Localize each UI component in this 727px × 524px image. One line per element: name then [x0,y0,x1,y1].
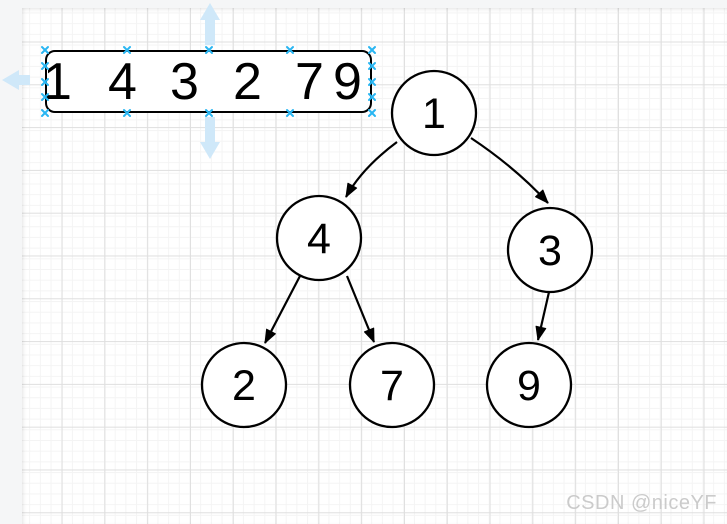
tree-edge-n1-n4[interactable] [345,141,398,198]
tree-edge-n4-n2[interactable] [264,275,301,344]
tree-node-circle[interactable] [275,194,363,282]
tree-node-3[interactable]: 3 [506,206,594,294]
direction-arrow-down-icon[interactable] [198,116,222,160]
watermark: CSDN @niceYF [566,492,717,514]
connection-point-icon[interactable] [40,77,50,87]
tree-edge-n1-n3[interactable] [470,137,549,204]
tree-node-circle[interactable] [485,341,573,429]
connection-point-icon[interactable] [367,108,377,118]
tree-edge-n3-n9[interactable] [535,291,551,341]
connection-point-icon[interactable] [285,108,295,118]
connection-point-icon[interactable] [40,61,50,71]
direction-arrow-up-icon[interactable] [198,2,222,46]
tree-node-7[interactable]: 7 [348,341,436,429]
connection-point-icon[interactable] [40,108,50,118]
tree-node-label: 2 [232,362,256,410]
tree-node-1[interactable]: 1 [390,69,478,157]
array-value: 9 [333,53,362,111]
direction-arrow-left-icon[interactable] [1,69,31,91]
connection-point-icon[interactable] [367,77,377,87]
array-value: 4 [108,53,137,111]
tree-node-2[interactable]: 2 [200,341,288,429]
array-value: 3 [170,53,199,111]
connection-point-icon[interactable] [367,61,377,71]
connection-point-icon[interactable] [367,45,377,55]
connection-point-icon[interactable] [40,45,50,55]
connection-point-icon[interactable] [204,108,214,118]
tree-node-label: 9 [517,362,541,410]
tree-node-circle[interactable] [390,69,478,157]
tree-node-circle[interactable] [506,206,594,294]
array-value: 7 [295,53,324,111]
tree-edge-n4-n7[interactable] [345,275,376,343]
connection-point-icon[interactable] [40,92,50,102]
array-value: 2 [233,53,262,111]
tree-node-label: 4 [307,215,331,263]
tree-node-circle[interactable] [348,341,436,429]
tree-node-circle[interactable] [200,341,288,429]
connection-point-icon[interactable] [122,108,132,118]
tree-node-label: 7 [380,362,404,410]
connection-point-icon[interactable] [204,45,214,55]
connection-point-icon[interactable] [122,45,132,55]
connection-point-icon[interactable] [285,45,295,55]
tree-node-label: 3 [538,227,562,275]
tree-node-9[interactable]: 9 [485,341,573,429]
connection-point-icon[interactable] [367,92,377,102]
tree-node-4[interactable]: 4 [275,194,363,282]
tree-node-label: 1 [422,90,446,138]
